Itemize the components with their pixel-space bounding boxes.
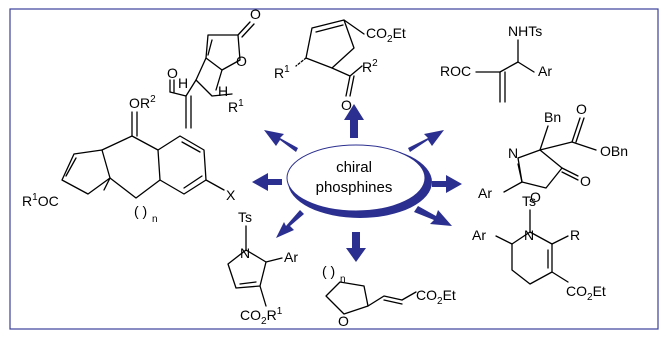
center-label-line2: phosphines — [316, 179, 393, 196]
molecule-oxazolone: Bn N O OBn Ar O O — [478, 101, 628, 205]
m6-ar: Ar — [284, 249, 298, 265]
m8-ts: Ts — [522, 193, 536, 209]
m4-obn: OBn — [600, 143, 628, 159]
m1-keto-o: O — [167, 65, 178, 81]
center-ellipse: chiral phosphines — [286, 144, 432, 218]
m4-ester-o: O — [576, 101, 587, 117]
m7-o: O — [338, 313, 349, 329]
molecule-pyrroline: Ts N Ar CO2R1 — [227, 209, 298, 327]
m3-ar: Ar — [538, 63, 552, 79]
m1-r2: R2 — [140, 94, 156, 111]
m2-r2: R2 — [362, 58, 378, 75]
m6-ts: Ts — [238, 209, 252, 225]
m2-r1: R1 — [274, 64, 290, 81]
m7-n: n — [340, 274, 346, 285]
arrow-up — [344, 104, 364, 138]
ellipse-face — [286, 144, 426, 212]
m5-paren: ( ) — [134, 203, 147, 219]
arrow-left — [252, 173, 282, 191]
m8-n: N — [524, 227, 534, 243]
m3-roc: ROC — [440, 63, 471, 79]
m4-ar: Ar — [478, 185, 492, 201]
molecule-tetrahydropyridine: Ts N Ar R CO2Et — [472, 193, 606, 303]
m8-ar: Ar — [472, 227, 486, 243]
m8-r: R — [570, 227, 580, 243]
m7-ester: CO2Et — [416, 287, 456, 307]
molecule-allylic-amine: NHTs ROC Ar — [440, 23, 552, 103]
molecule-cyclopentene: CO2Et R1 O R2 — [274, 19, 406, 113]
arrow-right — [432, 175, 462, 193]
arrow-down — [346, 232, 366, 262]
arrow-up-left — [264, 130, 298, 152]
m5-n: n — [152, 214, 158, 225]
m1-ring-o: O — [236, 53, 247, 69]
m1-h1: H — [178, 75, 188, 91]
center-label-line1: chiral — [336, 159, 372, 176]
m4-n: N — [508, 145, 518, 161]
molecule-cyclic-ether: ( ) n O CO2Et — [322, 263, 456, 329]
m1-h2: H — [218, 83, 228, 99]
m2-ester: CO2Et — [366, 25, 406, 45]
m4-ring-o: O — [530, 189, 541, 205]
m6-ester: CO2R1 — [240, 306, 283, 327]
arrow-up-right — [408, 130, 444, 152]
m2-o: O — [341, 97, 352, 113]
diagram-frame — [9, 8, 659, 330]
arrow-down-left — [276, 210, 304, 238]
m5-ester: R1OC — [22, 192, 59, 209]
m3-nhts: NHTs — [508, 23, 542, 39]
m7-paren: ( ) — [322, 263, 335, 279]
arrow-down-right — [414, 206, 452, 226]
m4-bn: Bn — [544, 109, 561, 125]
m5-o: O — [129, 95, 140, 111]
molecule-spiro-tetralone: R1OC O ( ) n X — [22, 95, 236, 225]
molecule-butenolide: O O O H H R2 R1 — [140, 6, 261, 129]
m1-r1: R1 — [228, 98, 244, 115]
m5-x: X — [226, 187, 236, 203]
m1-carbonyl-o: O — [250, 6, 261, 22]
m4-keto-o: O — [580, 173, 591, 189]
m8-ester: CO2Et — [566, 283, 606, 303]
m6-n: N — [240, 245, 250, 261]
arrows — [252, 104, 462, 262]
